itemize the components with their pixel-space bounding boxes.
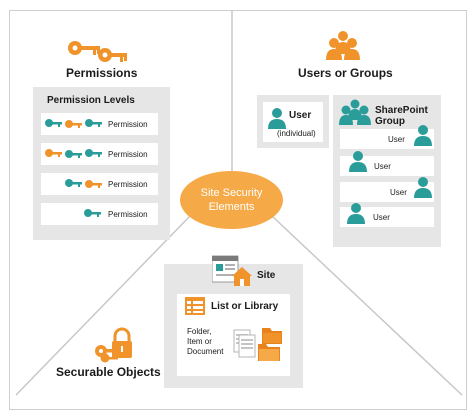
permission-levels-title: Permission Levels: [47, 95, 135, 106]
group-label-line2: Group: [375, 116, 405, 127]
permission-label: Permission: [108, 210, 148, 219]
group-member-card: User: [340, 129, 434, 149]
items-label-line1: Folder,: [187, 327, 212, 336]
site-label: Site: [257, 270, 276, 281]
list-library-card: List or Library Folder, Item or Document: [177, 294, 290, 376]
permission-key-icon: [84, 209, 101, 217]
permissions-title: Permissions: [66, 66, 138, 80]
securable-objects-title: Securable Objects: [56, 365, 161, 379]
group-label-line1: SharePoint: [375, 105, 428, 116]
user-icon: [347, 203, 365, 224]
user-label: User: [289, 110, 312, 121]
users-group-icon: [326, 30, 360, 65]
permission-row: Permission: [41, 173, 158, 195]
user-sublabel: (individual): [277, 129, 316, 138]
items-label-line3: Document: [187, 347, 224, 356]
user-card: User (individual): [263, 102, 323, 142]
documents-folder-icon: [233, 328, 282, 361]
permission-keys-icon: [45, 149, 102, 158]
member-label: User: [374, 162, 391, 171]
user-icon: [268, 108, 286, 129]
site-icon: [211, 254, 252, 291]
user-panel: User (individual): [257, 95, 329, 148]
list-library-label: List or Library: [211, 301, 279, 312]
permission-row: Permission: [41, 113, 158, 135]
user-icon: [349, 151, 367, 172]
permission-label: Permission: [108, 120, 148, 129]
permission-row: Permission: [41, 203, 158, 225]
user-icon: [414, 125, 432, 146]
permission-keys-icon: [45, 119, 102, 128]
users-groups-title: Users or Groups: [298, 66, 393, 80]
permission-keys-icon: [65, 179, 102, 188]
permission-row: Permission: [41, 143, 158, 165]
permissions-keys-icon: [66, 37, 128, 72]
permission-label: Permission: [108, 180, 148, 189]
user-icon: [414, 177, 432, 198]
site-security-elements-node: Site Security Elements: [180, 171, 283, 229]
center-label-line2: Elements: [208, 201, 255, 213]
list-icon: [185, 297, 205, 315]
member-label: User: [373, 213, 390, 222]
group-icon: [339, 99, 371, 125]
items-label-line2: Item or: [187, 337, 212, 346]
permission-label: Permission: [108, 150, 148, 159]
lock-keys-icon: [93, 327, 139, 368]
member-label: User: [390, 188, 407, 197]
member-label: User: [388, 135, 405, 144]
group-member-card: User: [340, 182, 434, 202]
center-label-line1: Site Security: [200, 187, 263, 199]
